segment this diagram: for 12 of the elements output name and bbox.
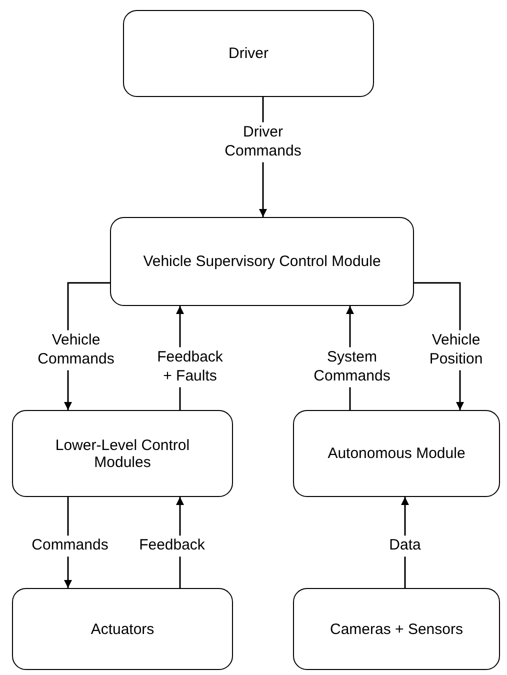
node-text: Driver	[228, 45, 268, 62]
node-text: Vehicle Supervisory Control Module	[143, 253, 381, 270]
node-text: Actuators	[90, 620, 154, 638]
process-box	[293, 588, 500, 670]
process-box	[110, 217, 414, 306]
process-box	[123, 10, 374, 97]
process-box	[293, 410, 500, 497]
node-text: Cameras + Sensors	[330, 620, 463, 638]
node-text: Lower-Level Control Modules	[54, 436, 191, 470]
process-box	[12, 588, 233, 670]
node-text: Autonomous Module	[328, 445, 466, 462]
process-box	[12, 410, 233, 497]
